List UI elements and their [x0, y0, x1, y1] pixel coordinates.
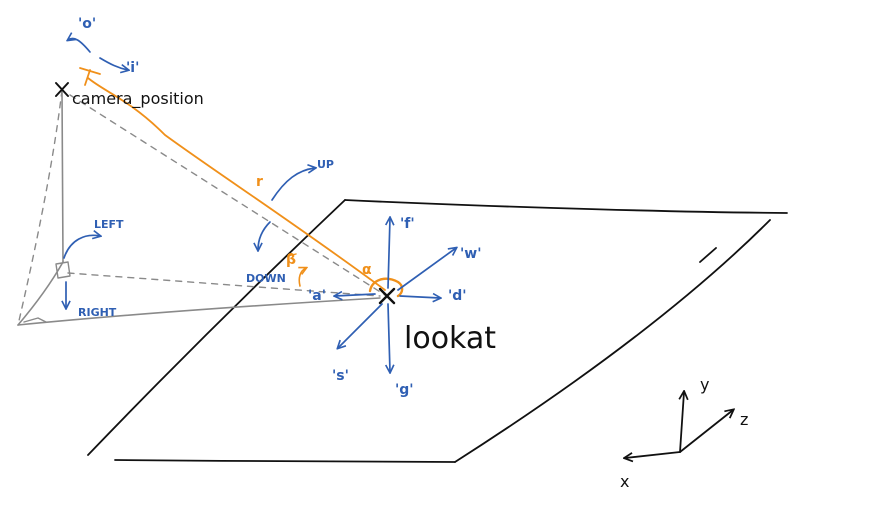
label-axis-x: x — [620, 472, 629, 491]
label-key-o: 'o' — [78, 16, 96, 32]
label-r: r — [256, 174, 263, 190]
label-key-s: 's' — [332, 368, 349, 384]
label-key-i: 'i' — [126, 60, 139, 76]
label-lookat: lookat — [404, 321, 496, 356]
label-key-w: 'w' — [460, 246, 482, 262]
label-axis-z: z — [740, 410, 748, 429]
camera-position-marker — [55, 82, 69, 97]
label-down: DOWN — [246, 272, 286, 285]
label-left: LEFT — [94, 218, 124, 231]
label-right: RIGHT — [78, 306, 117, 319]
axes-gizmo — [625, 392, 733, 458]
label-camera-position: camera_position — [72, 89, 204, 109]
label-key-d: 'd' — [448, 288, 467, 304]
label-alpha: α — [362, 262, 372, 278]
projection-lines — [17, 89, 386, 326]
label-up: UP — [317, 158, 334, 171]
label-key-a: 'a' — [308, 288, 326, 304]
label-beta: β — [286, 252, 296, 268]
label-key-f: 'f' — [400, 216, 415, 232]
lookat-marker — [378, 287, 396, 305]
label-key-g: 'g' — [395, 382, 414, 398]
label-axis-y: y — [700, 375, 709, 394]
orbit-radius — [79, 67, 404, 298]
control-arrows — [64, 39, 456, 373]
ground-plane — [87, 199, 788, 463]
